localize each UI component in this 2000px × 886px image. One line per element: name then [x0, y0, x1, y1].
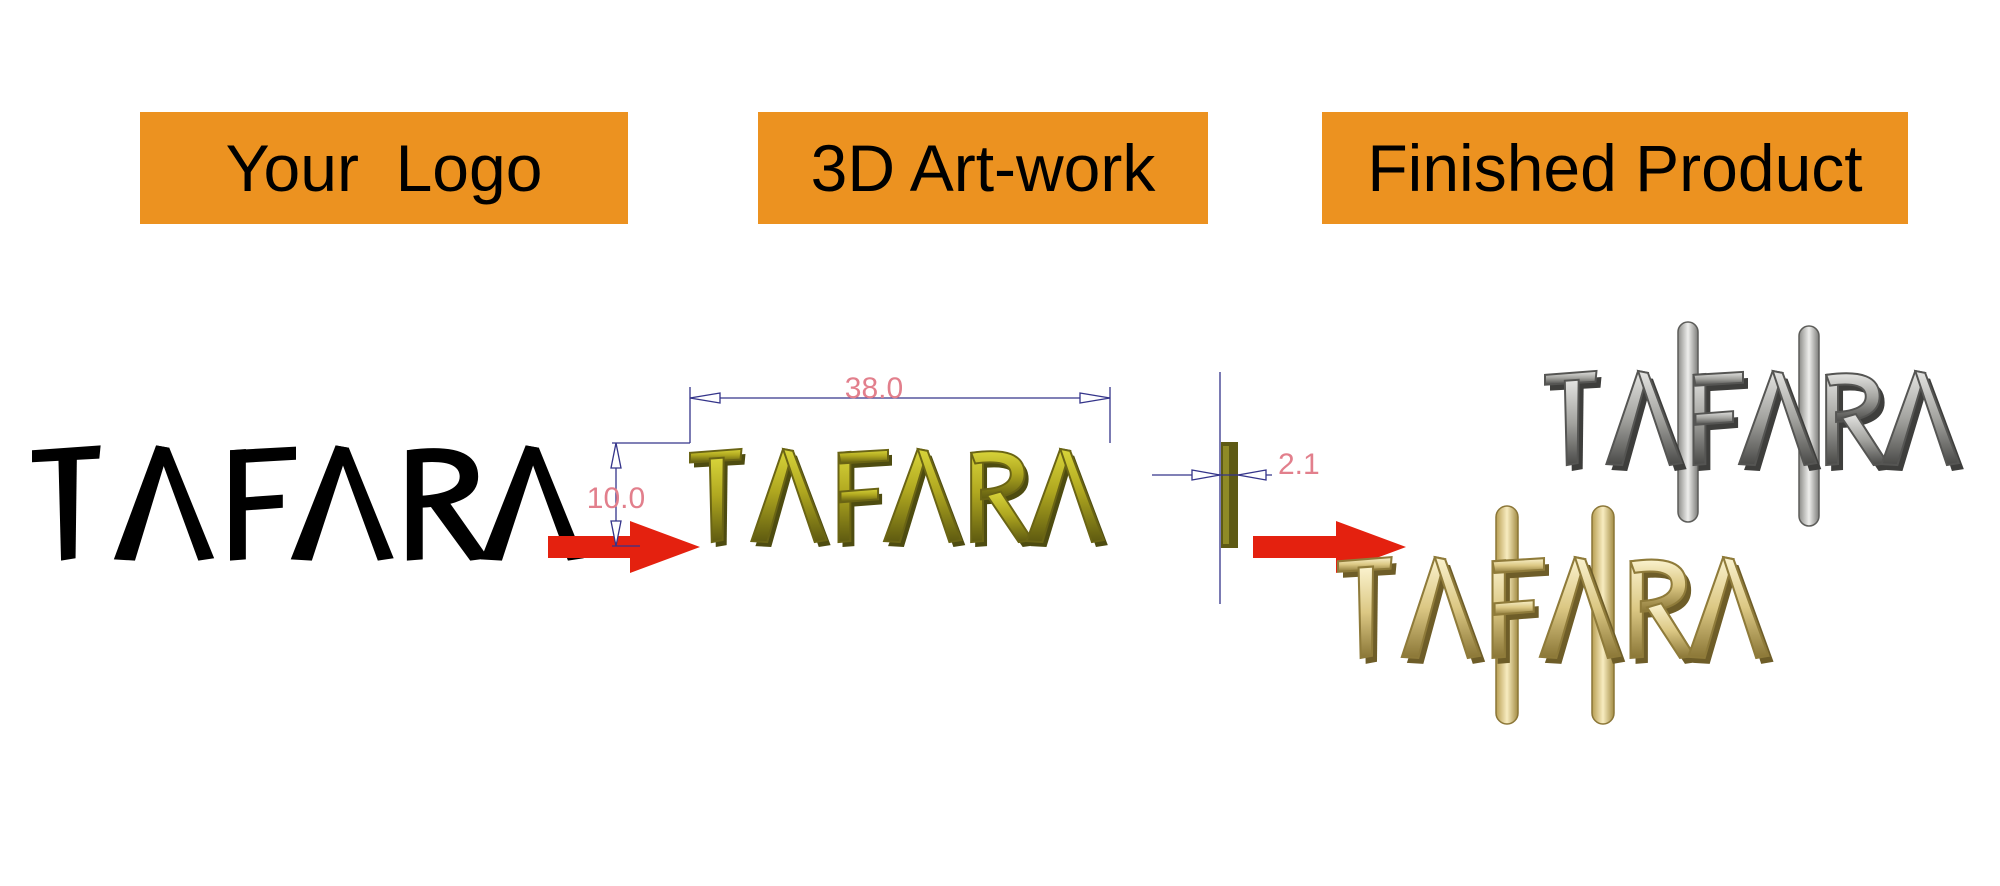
artwork-3d-render: [689, 447, 1108, 548]
label-your-logo: Your Logo: [140, 112, 628, 224]
thickness-dimension-label: 2.1: [1278, 448, 1320, 481]
width-dimension-label: 38.0: [845, 372, 903, 405]
label-3d-artwork: 3D Art-work: [758, 112, 1208, 224]
dimension-height: [610, 442, 690, 547]
finished-silver-piece: [1544, 321, 1964, 527]
original-logo: [32, 445, 584, 561]
dimension-width: [689, 387, 1111, 443]
label-finished-product: Finished Product: [1322, 112, 1908, 224]
height-dimension-label: 10.0: [587, 482, 645, 515]
finished-gold-piece: [1336, 505, 1774, 725]
arrow-right-icon: [548, 521, 700, 573]
side-profile: [1152, 372, 1272, 604]
